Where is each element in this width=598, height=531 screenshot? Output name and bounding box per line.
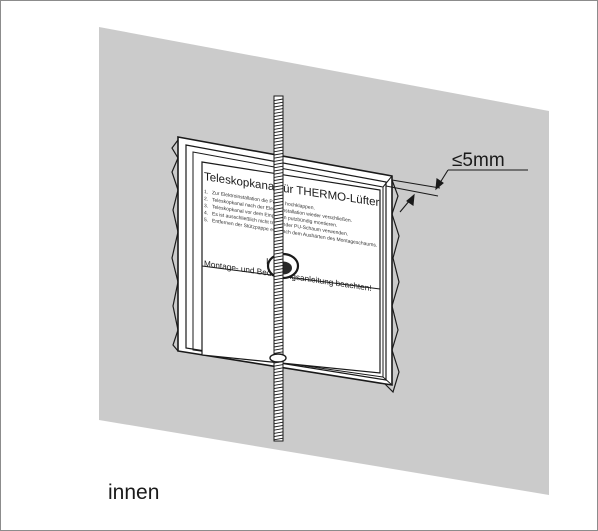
foam-edge-right — [384, 179, 400, 394]
side-label-inside: innen — [108, 481, 160, 504]
svg-text:5.: 5. — [204, 217, 208, 224]
svg-text:1.: 1. — [204, 189, 208, 196]
rod-collar — [269, 353, 287, 363]
svg-text:4.: 4. — [204, 210, 208, 217]
foam-edge-left — [171, 139, 179, 352]
gap-dimension — [385, 169, 528, 213]
gap-label: ≤5mm — [452, 150, 505, 171]
sticker-fold-line — [201, 265, 381, 290]
threaded-rod — [273, 95, 284, 442]
svg-text:3.: 3. — [204, 203, 208, 210]
svg-text:2.: 2. — [204, 196, 208, 203]
sticker-logo-mark: I — [266, 256, 269, 266]
